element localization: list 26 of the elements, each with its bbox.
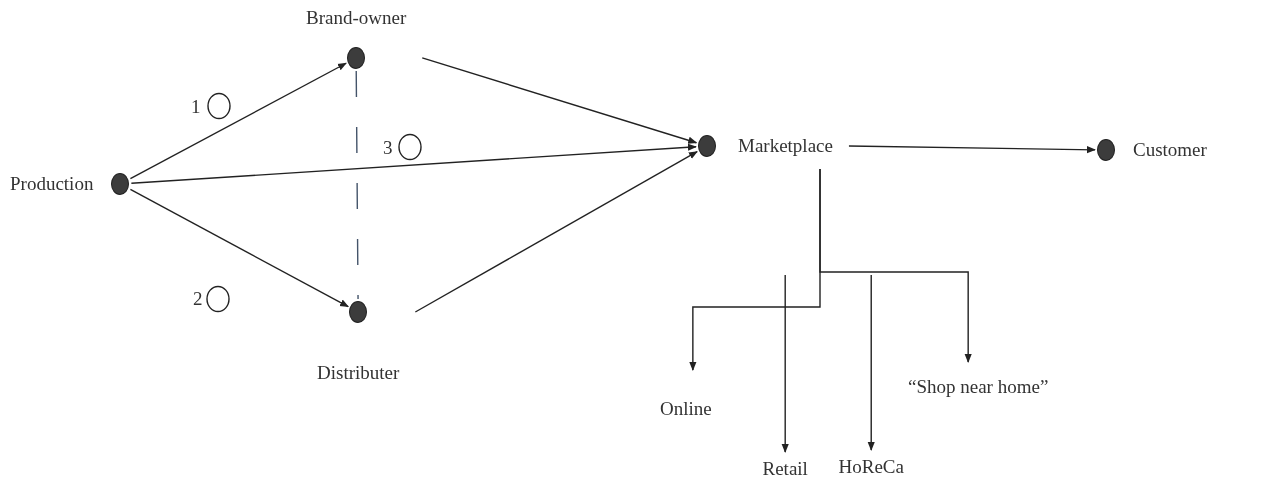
point-label: Brand-owner	[306, 8, 407, 29]
arrow	[781, 274, 789, 453]
arrow	[819, 168, 972, 363]
point-label: Marketplace	[738, 135, 833, 157]
labelled-point	[306, 8, 407, 69]
point-label: Customer	[1133, 139, 1207, 161]
labelled-point	[10, 173, 130, 195]
labelled-point	[1097, 139, 1207, 161]
node-label: Online	[660, 398, 712, 420]
point-label: Production	[10, 173, 94, 195]
callout-number: 1	[191, 97, 201, 116]
node-label: Retail	[762, 458, 808, 480]
arrow	[867, 274, 875, 451]
callout-number: 3	[383, 138, 393, 157]
arrow	[129, 62, 347, 180]
arrow	[421, 57, 698, 144]
node-label: “Shop near home”	[908, 376, 1049, 398]
arrow	[414, 150, 698, 313]
arrow	[848, 145, 1096, 154]
labelled-point	[698, 135, 833, 157]
node-label: HoReCa	[838, 456, 904, 478]
arrow	[130, 143, 697, 184]
arrow	[129, 188, 349, 308]
callout-number: 2	[193, 289, 203, 308]
dashed-line	[355, 70, 359, 300]
point-label: Distributer	[317, 363, 400, 384]
